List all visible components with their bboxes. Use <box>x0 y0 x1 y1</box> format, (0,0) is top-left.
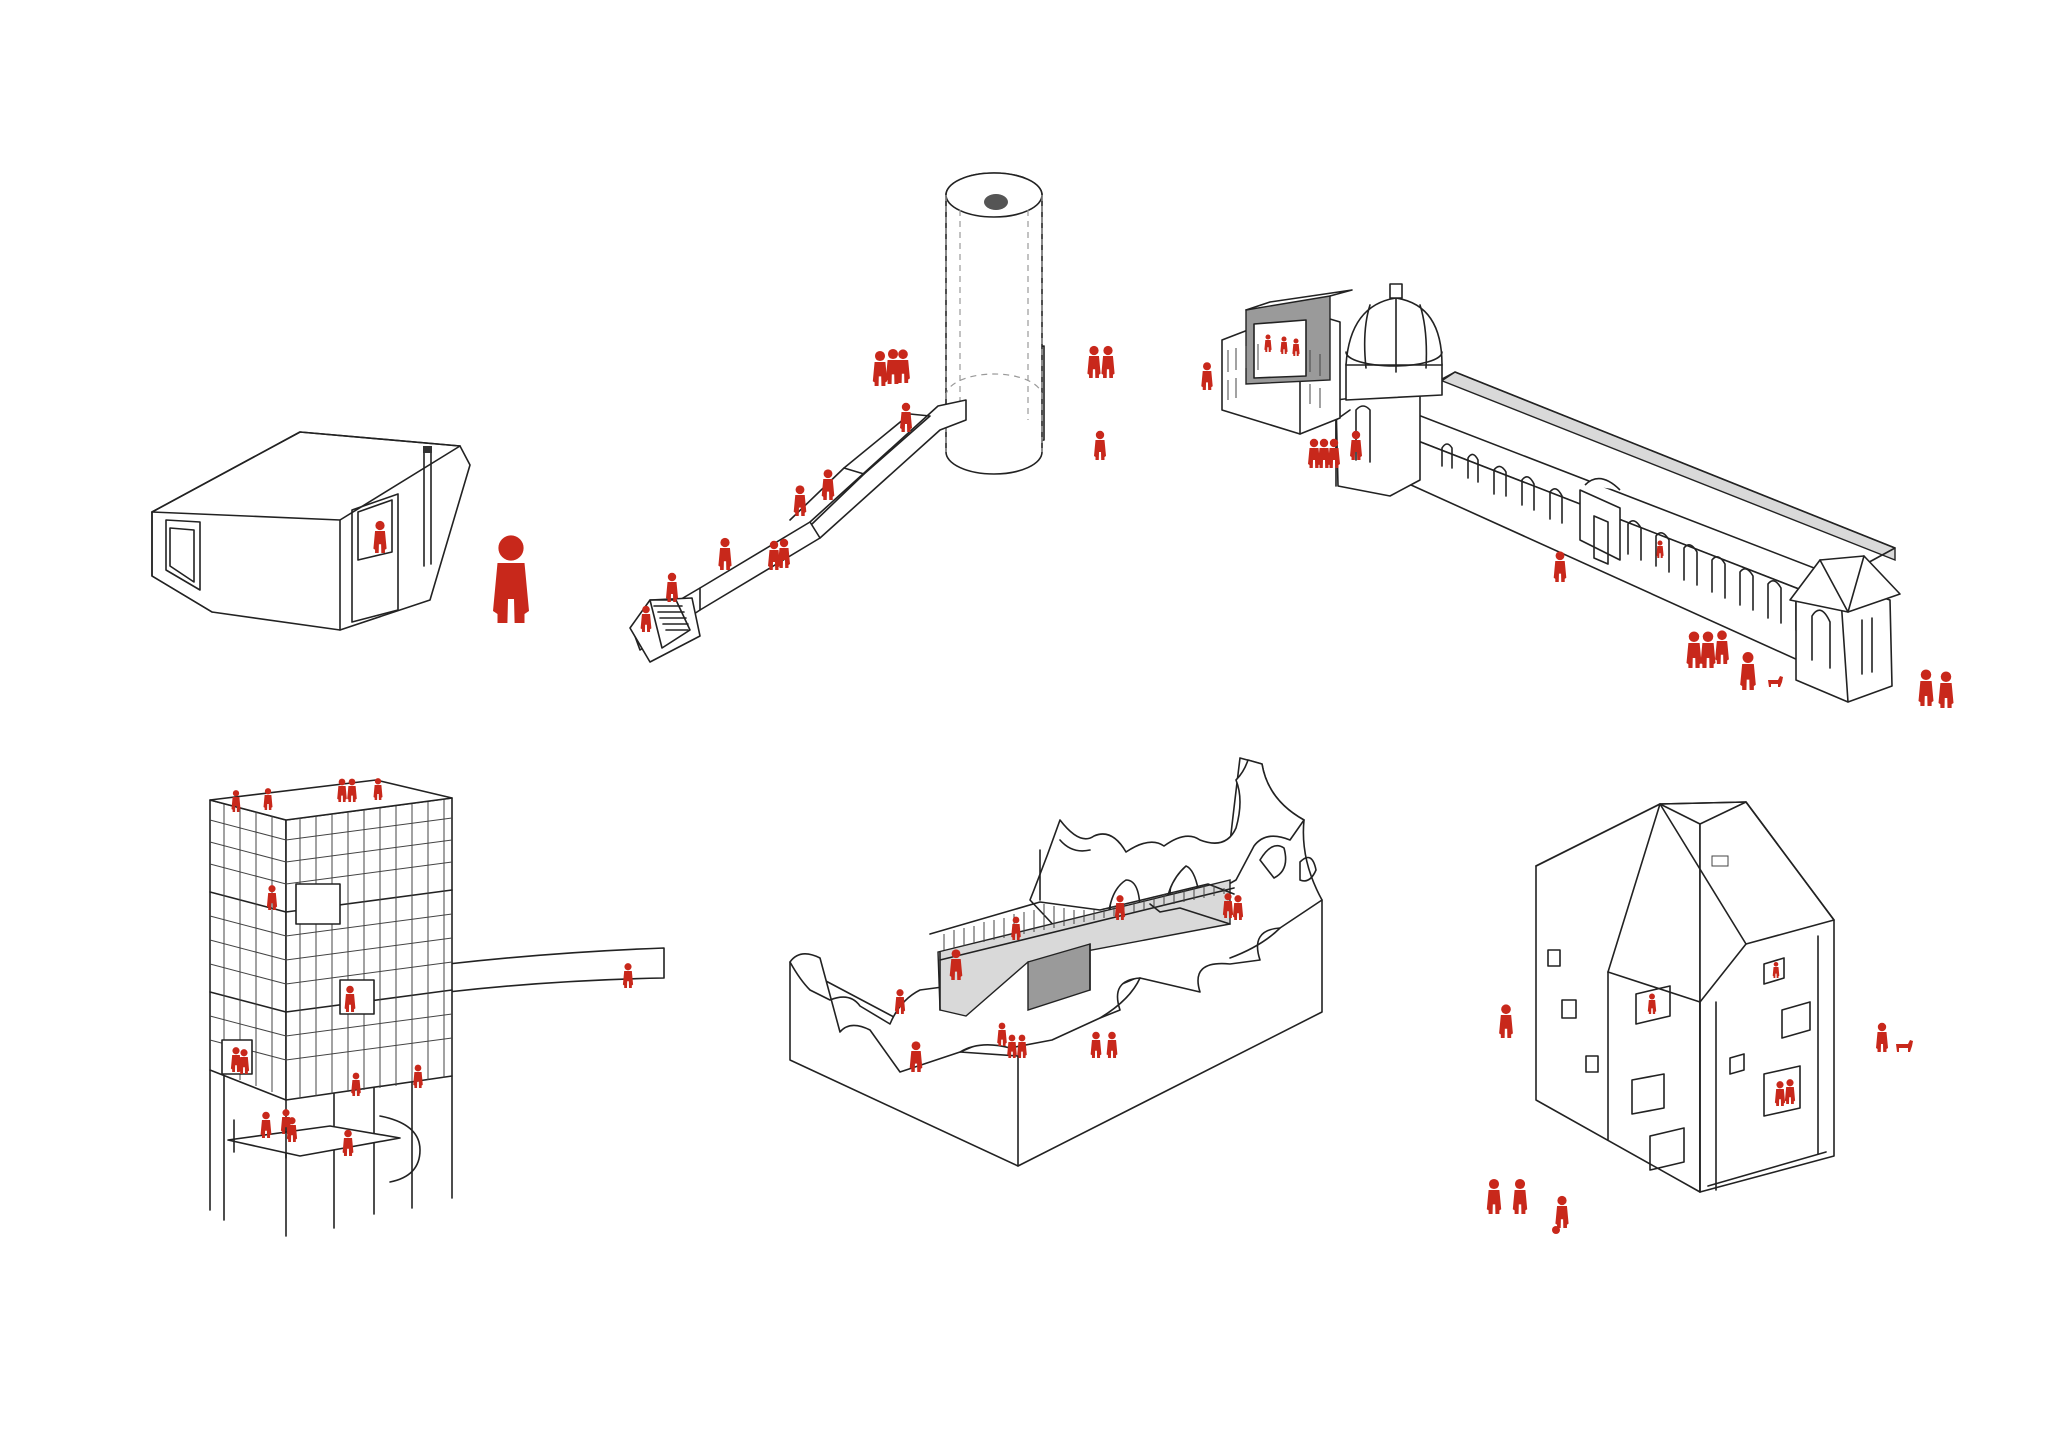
cylinder-tower-with-ramp <box>629 172 1045 663</box>
small-angular-cabin <box>151 431 471 631</box>
lattice-tower-on-stilts <box>209 779 665 1237</box>
ruin-wall-with-walkway <box>789 757 1323 1167</box>
house-people <box>1486 961 1913 1234</box>
arcade-people <box>1201 334 1954 708</box>
twin-gable-house <box>1535 801 1835 1193</box>
domed-arcade-building <box>1221 283 1901 703</box>
